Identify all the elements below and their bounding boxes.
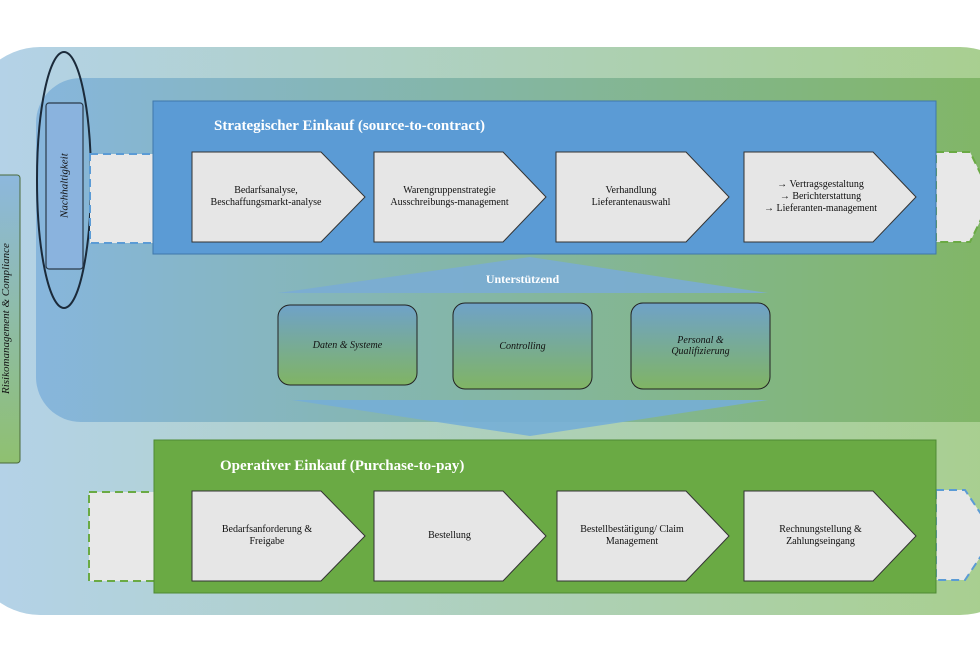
support-item-controlling: Controlling (499, 340, 546, 352)
operative-step-4 (743, 490, 917, 582)
support-title: Unterstützend (485, 272, 560, 286)
strategic-left-connector (89, 153, 155, 244)
strategic-title: Strategischer Einkauf (source-to-contrac… (214, 118, 486, 134)
sustainability-label: Nachhaltigkeit (58, 153, 71, 219)
support-down-triangle (292, 400, 768, 436)
support-box-personnel (630, 302, 771, 390)
sustainability-box (45, 102, 84, 270)
operative-step-1-text: Bedarfsanforderung &Freigabe (221, 524, 313, 547)
support-box-controlling (452, 302, 593, 390)
risk-compliance-label: Risikomanagement & Compliance (0, 243, 12, 395)
strategic-step-1 (191, 151, 366, 243)
strategic-step-4-text: → Vertragsgestaltung→ Berichterstattung→… (764, 179, 877, 214)
operative-step-1 (191, 490, 366, 582)
operative-step-2-text: Bestellung (428, 530, 471, 541)
strategic-step-1-text: Bedarfsanalyse,Beschaffungsmarkt-analyse (210, 185, 322, 208)
operative-title: Operativer Einkauf (Purchase-to-pay) (220, 458, 465, 474)
operative-right-connector (935, 489, 980, 581)
support-box-data-systems (277, 304, 418, 386)
risk-compliance-box (0, 174, 21, 464)
operative-step-2 (373, 490, 547, 582)
support-item-data-systems: Daten & Systeme (312, 339, 383, 351)
operative-left-connector (88, 491, 156, 582)
support-up-triangle (278, 257, 768, 293)
support-item-personnel: Personal & Qualifizierung (671, 335, 730, 357)
strategic-step-3 (555, 151, 730, 243)
strategic-step-2 (373, 151, 547, 243)
strategic-right-connector (935, 151, 980, 243)
operative-step-4-text: Rechnungstellung &Zahlungseingang (779, 524, 862, 547)
operative-step-3 (556, 490, 730, 582)
strategic-step-4 (743, 151, 917, 243)
